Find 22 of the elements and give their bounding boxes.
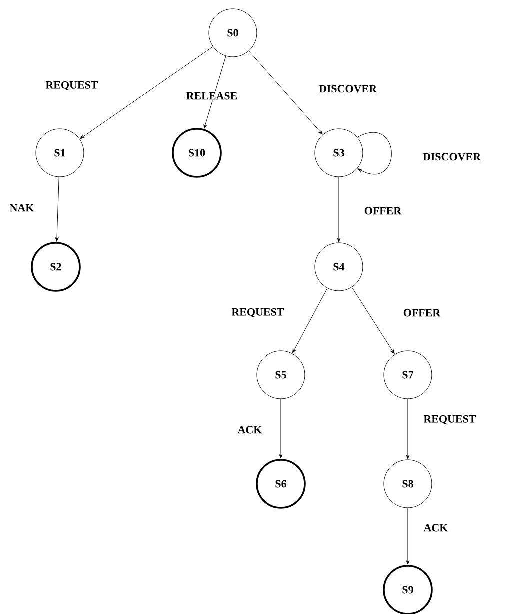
edge-label: DISCOVER	[422, 152, 482, 162]
arrow	[352, 287, 395, 354]
edge-label: OFFER	[363, 206, 403, 216]
edge-label: OFFER	[402, 308, 442, 318]
edge-label: NAK	[8, 203, 36, 213]
arrow	[279, 399, 283, 459]
arrow	[292, 288, 328, 354]
edge-label: DISCOVER	[318, 84, 378, 94]
arrow	[248, 50, 323, 135]
edge-label: REQUEST	[44, 80, 100, 92]
edge-label: ACK	[236, 425, 264, 435]
arrow	[55, 176, 60, 242]
edge-label: RELEASE	[185, 91, 239, 101]
arrow	[204, 56, 226, 129]
arrow	[406, 508, 410, 565]
arrow	[406, 399, 410, 460]
arrow	[80, 46, 214, 140]
arrow	[337, 177, 341, 242]
edge-label: REQUEST	[422, 414, 478, 426]
edge-label: REQUEST	[230, 307, 286, 319]
self-loop-arrow	[357, 132, 392, 174]
edge-label: ACK	[422, 523, 450, 533]
